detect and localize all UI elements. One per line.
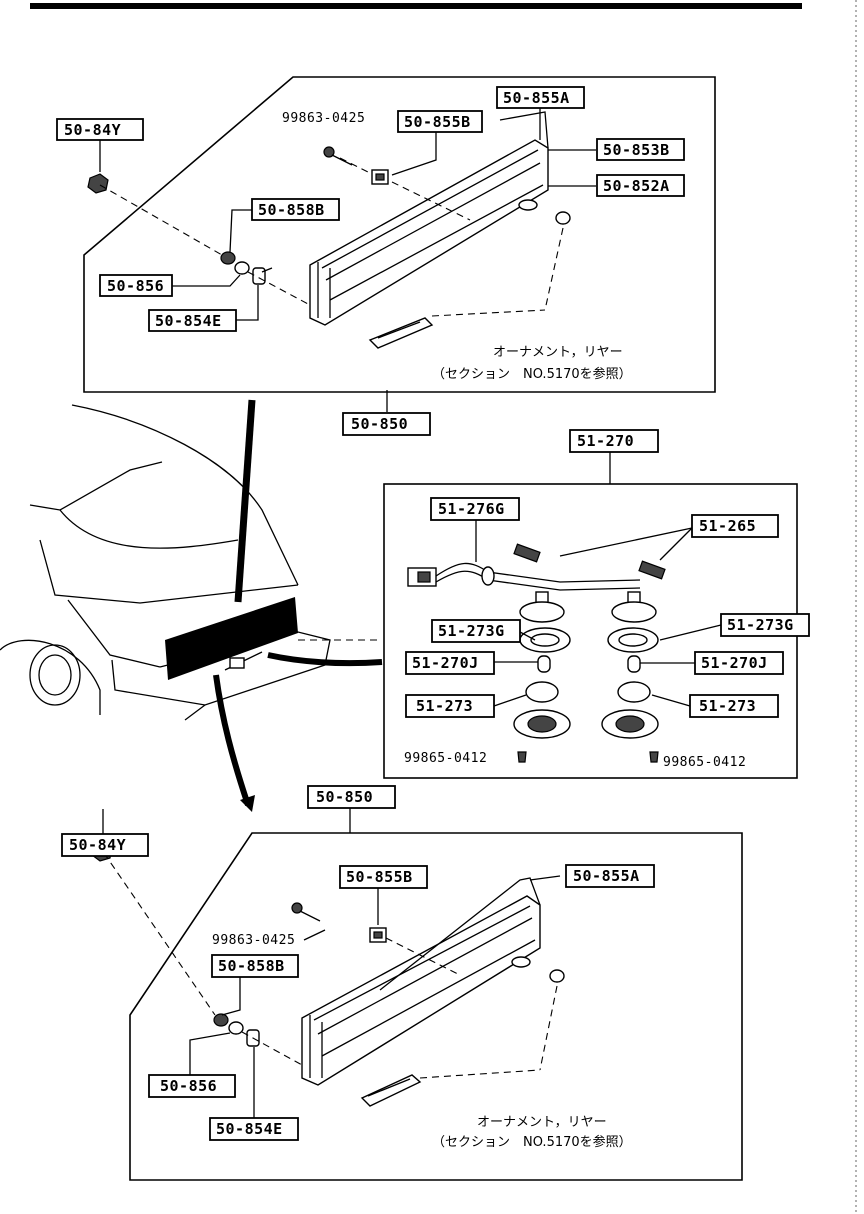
top-grommet-right (555, 211, 571, 225)
lamp-housing-right (601, 709, 659, 739)
top-label-852a: 50-852A (596, 174, 685, 197)
lamp-label-273g-right: 51-273G (720, 613, 810, 637)
top-screw (323, 146, 353, 166)
lamp-label-screw-right: 99865-0412 (663, 755, 746, 770)
lamp-clip-left (513, 543, 541, 563)
lamp-label-273g-left: 51-273G (431, 619, 521, 643)
lamp-label-270: 51-270 (569, 429, 659, 453)
top-ornament-note: オーナメント，リヤー (493, 345, 623, 360)
svg-text:51-276G: 51-276G (438, 500, 505, 518)
bottom-label-856: 50-856 (148, 1074, 236, 1098)
svg-text:50-855A: 50-855A (503, 89, 570, 107)
top-assembly (83, 76, 716, 412)
svg-text:50-852A: 50-852A (603, 177, 670, 195)
svg-text:50-855B: 50-855B (404, 113, 471, 131)
top-grommet-856 (234, 261, 250, 275)
lamp-lens-left (525, 681, 559, 703)
lamp-label-270j-left: 51-270J (405, 651, 495, 675)
top-ornament-emblem (368, 317, 434, 349)
bottom-washer-858b (213, 1013, 229, 1027)
top-label-855a: 50-855A (496, 86, 585, 109)
top-label-858b: 50-858B (251, 198, 340, 221)
svg-text:51-265: 51-265 (699, 517, 756, 535)
top-label-853b: 50-853B (596, 138, 685, 161)
bottom-clip-855b (369, 927, 387, 943)
svg-text:50-855B: 50-855B (346, 868, 413, 886)
svg-text:50-853B: 50-853B (603, 141, 670, 159)
bottom-garnish-panel (301, 877, 541, 1086)
lamp-harness (407, 562, 641, 591)
svg-text:50-84Y: 50-84Y (69, 836, 126, 854)
lamp-screw-left (517, 751, 527, 763)
car-rear-illustration (0, 399, 383, 812)
svg-text:51-273G: 51-273G (727, 616, 794, 634)
svg-text:51-273G: 51-273G (438, 622, 505, 640)
lamp-housing-left (513, 709, 571, 739)
svg-text:50-854E: 50-854E (155, 312, 222, 330)
bottom-label-854e: 50-854E (209, 1117, 299, 1141)
bottom-assembly-frame (129, 832, 743, 1181)
svg-text:50-856: 50-856 (107, 277, 164, 295)
car-garnish-band (165, 597, 298, 680)
svg-text:50-850: 50-850 (316, 788, 373, 806)
svg-text:50-84Y: 50-84Y (64, 121, 121, 139)
lamp-screw-right (649, 751, 659, 763)
bottom-grommet-right (549, 969, 565, 983)
bottom-label-858b: 50-858B (211, 954, 299, 978)
lamp-label-273-left: 51-273 (405, 694, 495, 718)
top-assembly-frame (83, 76, 716, 393)
svg-text:50-854E: 50-854E (216, 1120, 283, 1138)
top-clip-855b (371, 169, 389, 185)
svg-text:51-270: 51-270 (577, 432, 634, 450)
top-pin-854e (252, 267, 273, 285)
top-label-screw: 99863-0425 (282, 111, 365, 126)
lamp-label-270j-right: 51-270J (694, 651, 784, 675)
svg-text:51-270J: 51-270J (701, 654, 768, 672)
lamp-clip-right (638, 560, 666, 580)
lamp-label-265: 51-265 (691, 514, 779, 538)
bottom-ornament-emblem (360, 1074, 422, 1107)
bottom-ornament-note: オーナメント，リヤー (477, 1115, 607, 1130)
svg-text:50-858B: 50-858B (218, 957, 285, 975)
top-washer-858b (220, 251, 236, 265)
lamp-label-273-right: 51-273 (689, 694, 779, 718)
lamp-socket-left (519, 591, 565, 623)
lamp-label-276g: 51-276G (430, 497, 520, 521)
svg-text:50-858B: 50-858B (258, 201, 325, 219)
lamp-assembly (383, 452, 798, 779)
top-garnish-panel (309, 111, 549, 326)
svg-text:50-850: 50-850 (351, 415, 408, 433)
svg-text:50-856: 50-856 (160, 1077, 217, 1095)
lamp-lens-right (617, 681, 651, 703)
top-label-854e: 50-854E (148, 309, 237, 332)
bottom-label-850: 50-850 (307, 785, 396, 809)
top-label-850: 50-850 (342, 412, 431, 436)
svg-text:51-270J: 51-270J (412, 654, 479, 672)
lamp-label-screw-left: 99865-0412 (404, 751, 487, 766)
bottom-label-855a: 50-855A (565, 864, 655, 888)
header-rule (30, 3, 802, 9)
top-section-note: （セクション NO.5170を参照） (432, 366, 632, 382)
bottom-label-84y: 50-84Y (61, 833, 149, 857)
bottom-grommet-856 (228, 1021, 244, 1035)
top-label-84y: 50-84Y (56, 118, 144, 141)
lamp-bulb-left (537, 655, 551, 673)
svg-text:50-855A: 50-855A (573, 867, 640, 885)
top-label-856: 50-856 (99, 274, 173, 297)
bottom-label-screw: 99863-0425 (212, 933, 295, 948)
bottom-section-note: （セクション NO.5170を参照） (432, 1134, 632, 1150)
lamp-bulb-right (627, 655, 641, 673)
lamp-socket-right (611, 591, 657, 623)
bottom-screw (291, 902, 321, 922)
top-label-855b: 50-855B (397, 110, 483, 133)
top-nut-84y (87, 173, 109, 194)
svg-text:51-273: 51-273 (699, 697, 756, 715)
svg-text:51-273: 51-273 (416, 697, 473, 715)
bottom-label-855b: 50-855B (339, 865, 428, 889)
bottom-assembly (91, 807, 743, 1181)
